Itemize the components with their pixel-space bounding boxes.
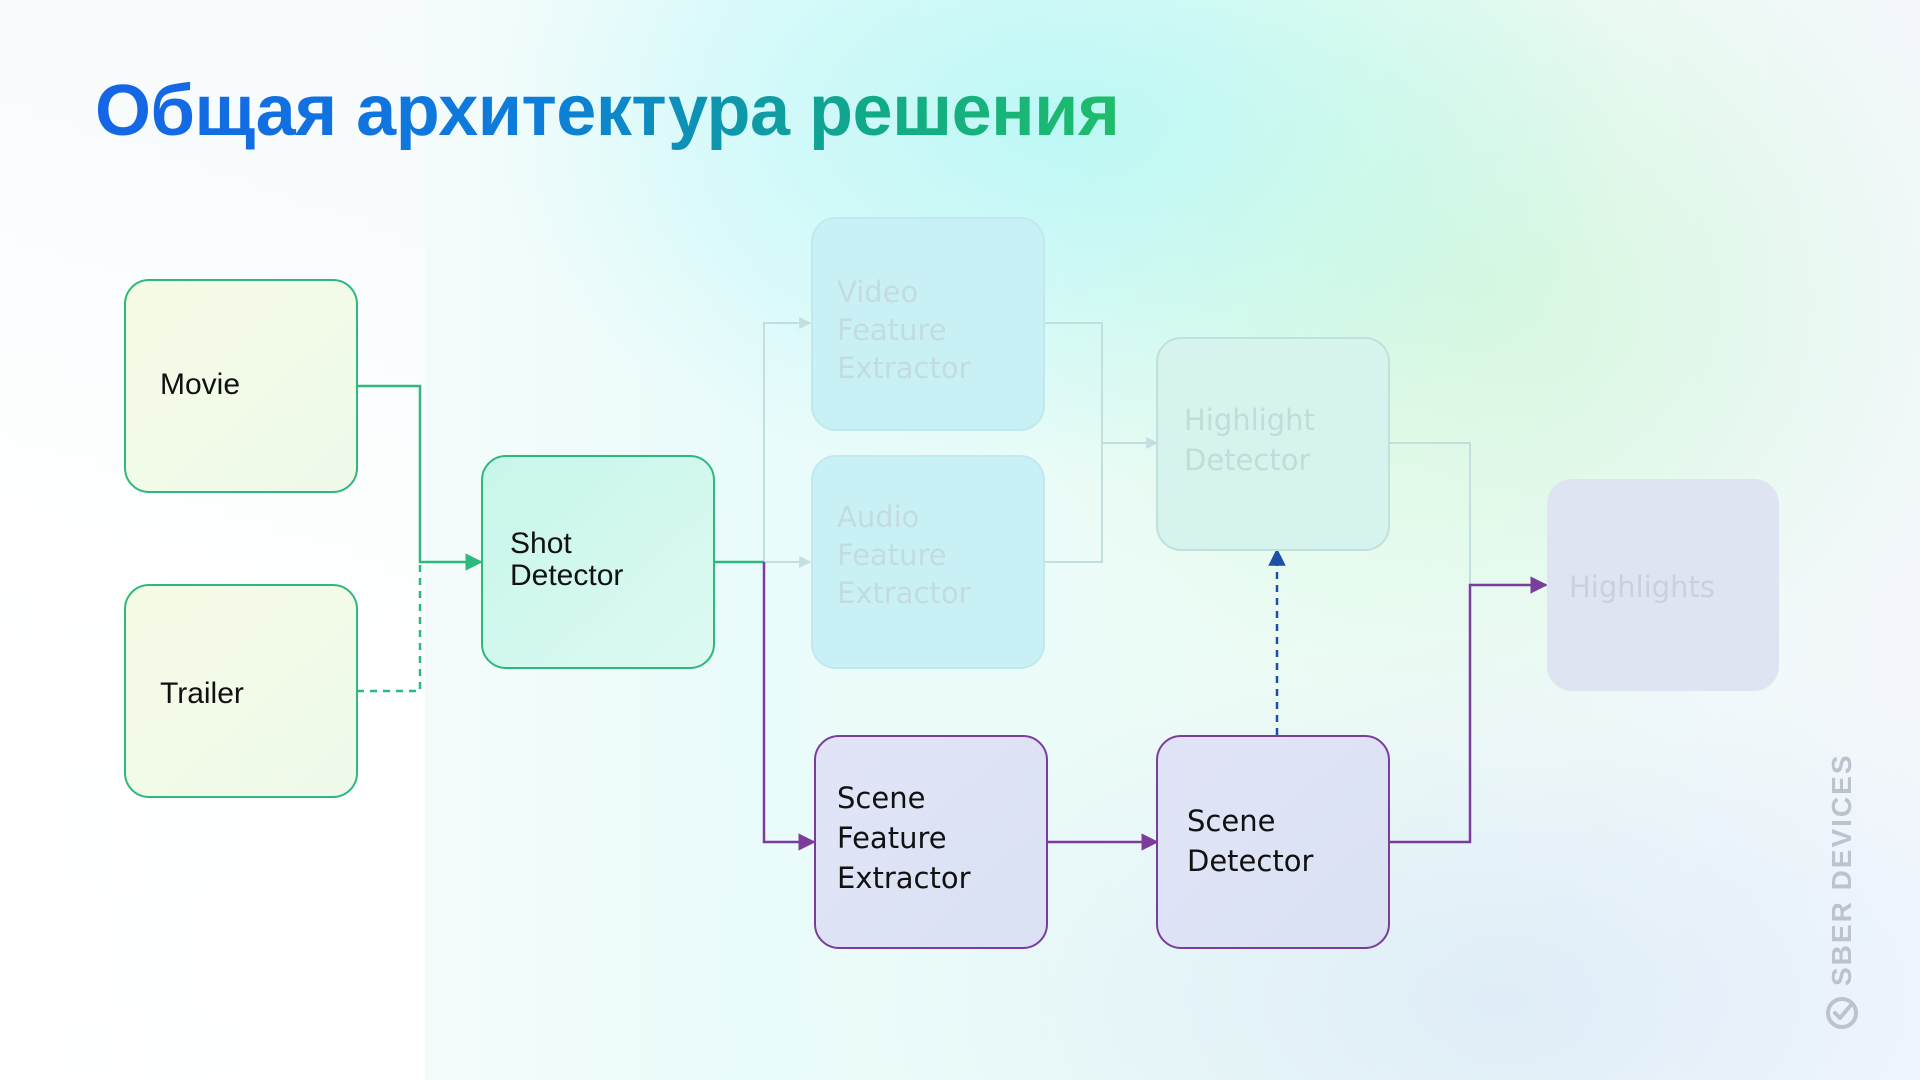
node-video-feature-extractor-label: Video Feature Extractor [837,275,971,385]
edge-movie-to-shot [357,384,483,571]
node-scene-feature-extractor-label: Scene Feature Extractor [837,781,971,895]
node-trailer-label: Trailer [160,677,244,710]
brand-watermark: SBER DEVICES [1825,754,1859,1031]
edge-highlight-to-highlights [1390,442,1471,585]
edge-shot-to-scene-feature [714,560,816,851]
node-trailer: Trailer [124,584,358,798]
sber-logo-icon [1826,997,1858,1029]
node-shot-detector-label: Shot Detector [510,527,623,592]
node-scene-detector: Scene Detector [1156,735,1390,949]
faded-connectors [763,317,1471,585]
background-left-panel [0,0,425,1080]
edge-shot-to-video [763,317,812,562]
brand-name: SBER DEVICES [1826,753,1857,987]
node-audio-feature-extractor-label: Audio Feature Extractor [837,500,971,610]
node-highlights-label: Highlights [1569,570,1715,604]
node-shot-detector: Shot Detector [481,455,715,669]
edge-audio-to-highlight [1044,443,1103,563]
edge-trailer-to-shot [357,562,422,693]
edge-scene-detector-to-highlights [1390,576,1548,844]
node-highlights: Highlights [1547,479,1779,691]
edge-video-to-highlight [1044,322,1159,449]
node-scene-feature-extractor: Scene Feature Extractor [814,735,1048,949]
slide-title: Общая архитектура решения [95,71,1120,151]
node-scene-detector-label: Scene Detector [1187,804,1313,878]
node-video-feature-extractor: Video Feature Extractor [811,217,1045,431]
node-audio-feature-extractor: Audio Feature Extractor [811,455,1045,669]
node-movie-label: Movie [160,368,240,401]
node-highlight-detector: Highlight Detector [1156,337,1390,551]
node-movie: Movie [124,279,358,493]
node-highlight-detector-label: Highlight Detector [1184,403,1324,477]
